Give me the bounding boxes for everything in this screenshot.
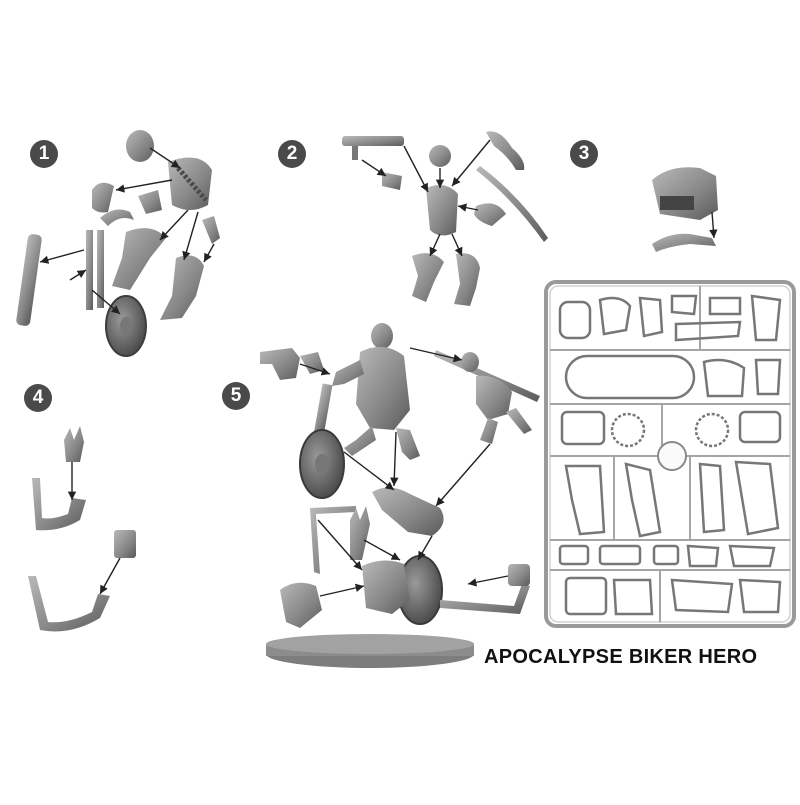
arrow [299, 363, 331, 376]
launcher-grip [352, 146, 358, 160]
exhaust-part [16, 234, 42, 326]
handlebar-part [100, 209, 134, 226]
step-1-parts [16, 130, 220, 357]
step-3-parts [652, 167, 718, 252]
leg-left-part [112, 228, 166, 290]
frame-rail-part [310, 506, 356, 574]
rider-leg [344, 426, 376, 456]
hand-part [382, 172, 402, 190]
head-part [126, 130, 154, 162]
arrow [319, 583, 365, 597]
rifle-part [434, 350, 540, 402]
small-part [202, 216, 220, 244]
step-4-parts [28, 426, 136, 632]
arrow [99, 557, 121, 595]
torso-part [426, 185, 458, 236]
step-number-label: 4 [32, 387, 44, 408]
sprue-frame [544, 280, 796, 628]
step-number-label: 1 [38, 143, 50, 164]
rider-head [371, 323, 393, 349]
passenger-leg [506, 408, 532, 434]
arrow [451, 233, 463, 257]
tail-light-part [508, 564, 530, 586]
arrow [467, 575, 509, 587]
battery-part [114, 530, 136, 558]
arrow [417, 535, 433, 561]
wheel-hub [120, 317, 132, 335]
arrow [115, 179, 173, 193]
engine-part [362, 560, 410, 614]
arrow [343, 451, 395, 491]
rider-arm [332, 360, 364, 386]
bandolier-part [176, 166, 208, 202]
step-number-label: 3 [578, 143, 590, 164]
hair-part [486, 131, 525, 170]
fender-part [280, 582, 322, 628]
arrow [159, 209, 189, 241]
arm-part [92, 182, 114, 213]
step-2-parts [342, 131, 548, 306]
display-base-top [266, 634, 474, 654]
arrow [429, 233, 441, 257]
arrow [317, 519, 363, 571]
step-5-parts [260, 323, 540, 668]
fork-left [86, 230, 93, 310]
leg-left-part [412, 253, 444, 302]
arrow [403, 145, 429, 193]
step-number-label: 5 [230, 385, 242, 406]
arrow [91, 289, 121, 315]
gun-part [260, 348, 300, 380]
engine-block-part [652, 167, 718, 220]
arrow [363, 539, 401, 561]
rocket-launcher-part [342, 136, 404, 146]
wheel-hub [315, 454, 329, 474]
arrow [435, 443, 491, 507]
gun-part [300, 352, 324, 374]
rider-body [356, 346, 410, 430]
fork-right [97, 230, 104, 308]
step-number-1: 1 [30, 140, 58, 168]
arrow [457, 203, 479, 212]
front-fork [313, 383, 333, 437]
seat-part [372, 487, 444, 536]
frame-rail-part [28, 576, 110, 632]
rider-leg [396, 428, 420, 460]
passenger-body [476, 375, 512, 420]
arrow [361, 159, 387, 177]
arm-part [474, 203, 506, 226]
flame-part [64, 426, 84, 462]
step-number-5: 5 [222, 382, 250, 410]
leg-right-part [160, 255, 204, 320]
leg-right-part [454, 253, 480, 306]
step-number-label: 2 [286, 143, 298, 164]
foot-peg-part [652, 233, 716, 252]
engine-detail [660, 196, 694, 210]
arrow [409, 347, 463, 363]
frame-rail-part [32, 478, 86, 531]
arrow [709, 211, 718, 239]
step-number-2: 2 [278, 140, 306, 168]
sword-part [476, 166, 548, 242]
arrow [39, 249, 85, 264]
step-number-3: 3 [570, 140, 598, 168]
arrow [149, 147, 181, 169]
arrow [451, 139, 491, 187]
diagram-title: APOCALYPSE BIKER HERO [484, 646, 758, 668]
flame-part [350, 506, 370, 560]
rear-rail-part [440, 584, 530, 614]
arrow [390, 431, 399, 487]
passenger-leg [480, 418, 498, 444]
passenger-head [461, 352, 479, 372]
head-part [429, 145, 451, 167]
arrow [182, 211, 199, 261]
hand-part [138, 190, 162, 214]
torso-part [168, 157, 212, 210]
arrow [69, 269, 87, 281]
step-number-4: 4 [24, 384, 52, 412]
arrow [203, 243, 215, 263]
